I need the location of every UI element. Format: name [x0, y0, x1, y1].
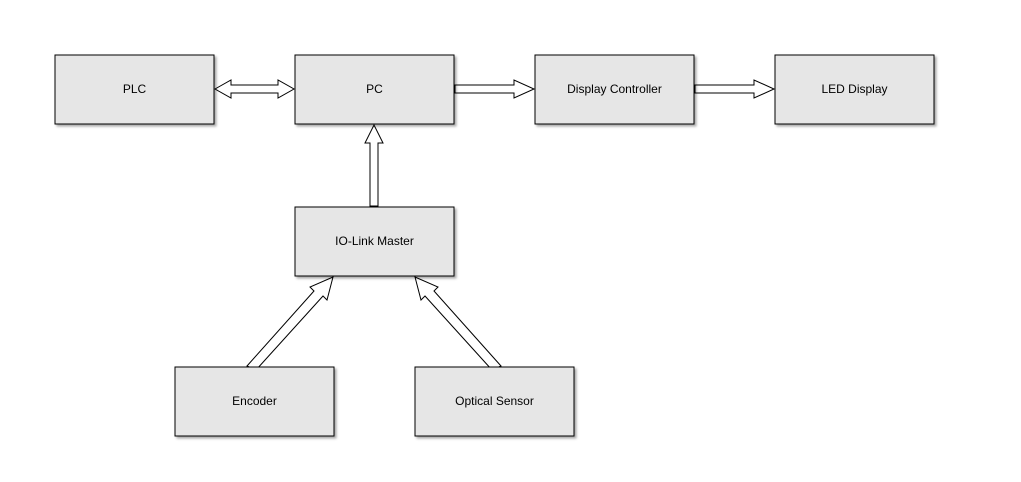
node-optical-sensor: Optical Sensor: [414, 366, 575, 437]
node-plc-box: [54, 54, 215, 125]
node-encoder-label: Encoder: [232, 394, 277, 408]
node-plc: PLC: [54, 54, 215, 125]
node-encoder: Encoder: [174, 366, 335, 437]
node-optical-sensor-box: [414, 366, 575, 437]
node-led-display-box: [774, 54, 935, 125]
node-io-link-master-label: IO-Link Master: [335, 234, 414, 248]
arrow-io-link-master-pc: [364, 123, 384, 207]
node-display-controller: Display Controller: [534, 54, 695, 125]
edges: [213, 79, 776, 371]
node-pc-box: [294, 54, 455, 125]
node-pc: PC: [294, 54, 455, 125]
arrow-display-controller-led-display: [694, 79, 776, 99]
node-pc-label: PC: [366, 82, 383, 96]
node-led-display-label: LED Display: [821, 82, 887, 96]
node-display-controller-label: Display Controller: [567, 82, 662, 96]
node-io-link-master: IO-Link Master: [294, 206, 455, 277]
node-io-link-master-box: [294, 206, 455, 277]
arrow-pc-display-controller: [454, 79, 536, 99]
arrow-plc-pc: [213, 79, 296, 99]
node-led-display: LED Display: [774, 54, 935, 125]
arrow-optical-sensor-io-link-master: [414, 276, 502, 371]
arrow-encoder-io-link-master: [246, 276, 334, 371]
node-plc-label: PLC: [123, 82, 147, 96]
node-optical-sensor-label: Optical Sensor: [455, 394, 534, 408]
node-encoder-box: [174, 366, 335, 437]
node-display-controller-box: [534, 54, 695, 125]
